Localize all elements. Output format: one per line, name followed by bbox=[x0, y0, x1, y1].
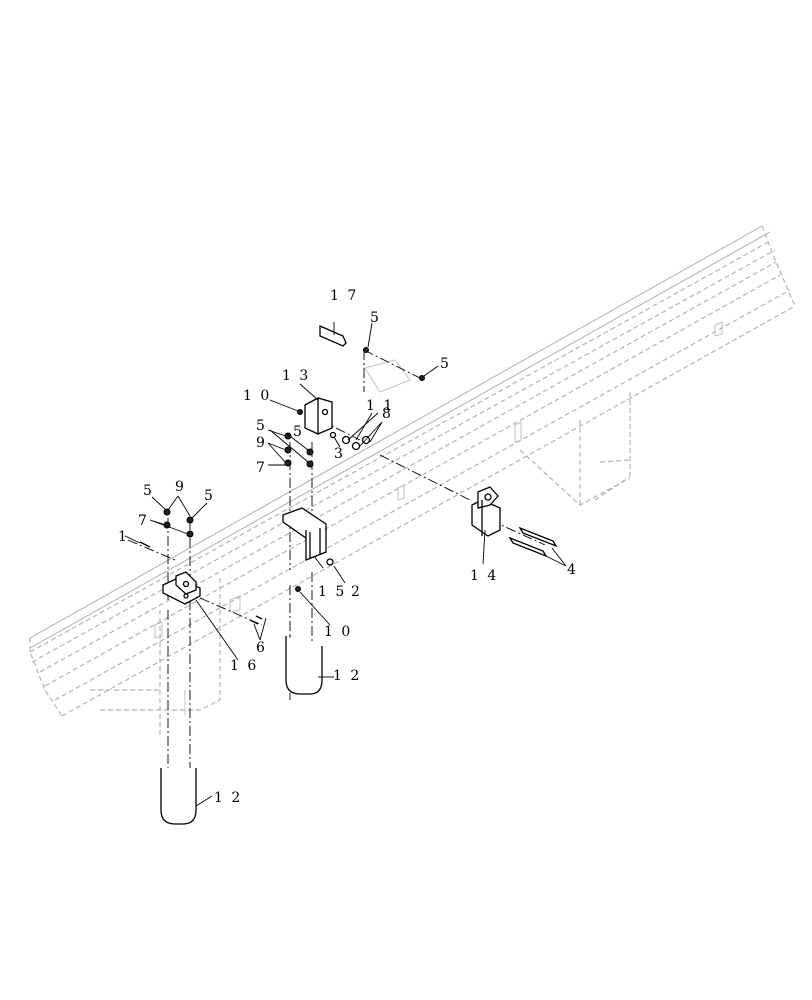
callout-5: 5 bbox=[370, 310, 381, 326]
callout-1: 1 bbox=[118, 529, 129, 545]
callout-13: 1 3 bbox=[282, 368, 310, 384]
callout-12: 1 2 bbox=[333, 668, 361, 684]
bracket-15 bbox=[282, 507, 327, 561]
callout-7: 7 bbox=[256, 460, 267, 476]
callout-12: 1 2 bbox=[214, 790, 242, 806]
callout-10: 1 0 bbox=[243, 388, 271, 404]
bracket-13 bbox=[304, 397, 333, 435]
callout-2: 2 bbox=[351, 584, 362, 600]
callout-17: 1 7 bbox=[330, 288, 358, 304]
leader-lines bbox=[124, 322, 567, 807]
callout-11: 1 1 bbox=[366, 398, 394, 414]
u-bolt-12-upper bbox=[285, 636, 323, 695]
callout-5: 5 bbox=[293, 424, 304, 440]
bracket-14 bbox=[471, 486, 501, 537]
callout-4: 4 bbox=[567, 562, 578, 578]
callout-10: 1 0 bbox=[324, 624, 352, 640]
callout-9: 9 bbox=[256, 435, 267, 451]
callout-8: 8 bbox=[382, 406, 393, 422]
callout-5: 5 bbox=[440, 356, 451, 372]
callout-6: 6 bbox=[256, 640, 267, 656]
callout-5: 5 bbox=[204, 488, 215, 504]
callout-16: 1 6 bbox=[230, 658, 258, 674]
assembly-center-lines bbox=[127, 349, 546, 770]
callout-15: 1 5 bbox=[318, 584, 346, 600]
callout-14: 1 4 bbox=[470, 568, 498, 584]
callout-9: 9 bbox=[175, 479, 186, 495]
bracket-16 bbox=[162, 571, 201, 605]
callout-5: 5 bbox=[256, 418, 267, 434]
callout-5: 5 bbox=[143, 483, 154, 499]
callout-7: 7 bbox=[138, 513, 149, 529]
bent-pin-17 bbox=[319, 325, 347, 347]
frame-beam-phantom bbox=[29, 225, 796, 735]
callout-labels: 1 7 5 5 1 3 1 0 5 5 9 7 3 1 1 8 5 9 5 7 … bbox=[118, 288, 578, 806]
pins-4 bbox=[508, 526, 558, 558]
u-bolt-12-lower bbox=[160, 768, 197, 825]
callout-3: 3 bbox=[334, 446, 345, 462]
